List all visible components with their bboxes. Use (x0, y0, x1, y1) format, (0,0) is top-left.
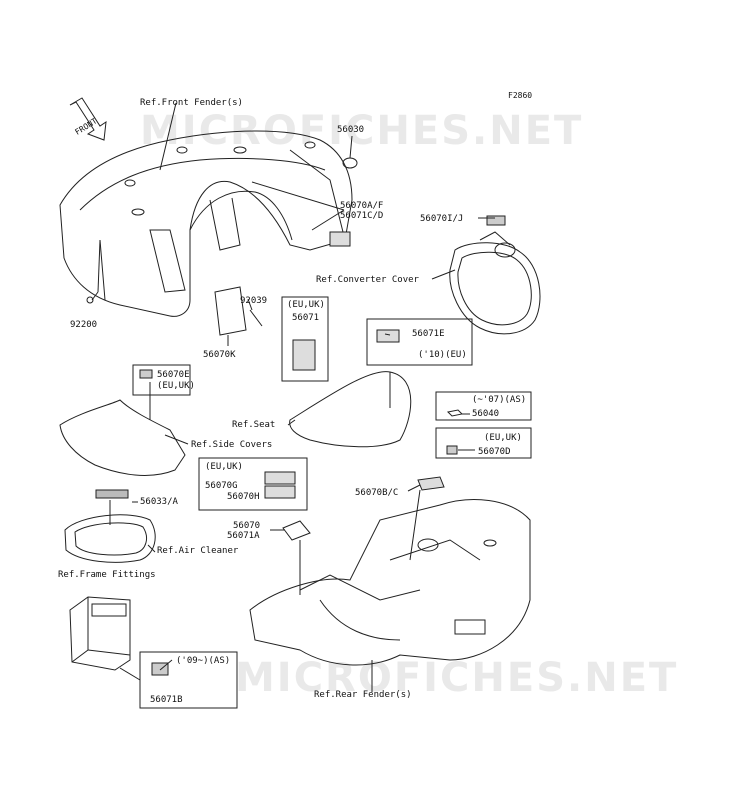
decal-56070-drawing (282, 520, 311, 541)
part-56071b[interactable]: 56071B (150, 695, 183, 705)
part-56070e[interactable]: 56070E (157, 370, 190, 380)
converter-cover-drawing (449, 231, 541, 335)
ref-seat[interactable]: Ref.Seat (232, 420, 276, 430)
ref-rear-fender[interactable]: Ref.Rear Fender(s) (314, 690, 412, 700)
part-92039-drawing (249, 309, 263, 327)
frame-fitting-drawing (69, 596, 131, 671)
note-eu-uk-56070d: (EU,UK) (484, 433, 522, 443)
part-56070h[interactable]: 56070H (227, 492, 260, 502)
decal-56033a-drawing (95, 489, 129, 499)
decal-56070af-drawing (329, 231, 351, 247)
part-56071cd[interactable]: 56071C/D (340, 211, 384, 221)
part-56070ij[interactable]: 56070I/J (420, 214, 464, 224)
part-92200[interactable]: 92200 (70, 320, 98, 330)
part-56071e[interactable]: 56071E (412, 329, 445, 339)
note-y07-as: (~'07)(AS) (472, 395, 527, 405)
front-fender-drawing (59, 130, 353, 317)
seat-drawing (289, 371, 412, 448)
note-y10-eu: ('10)(EU) (418, 350, 467, 360)
part-56070k[interactable]: 56070K (203, 350, 236, 360)
decal-56070ij-drawing (486, 215, 506, 226)
watermark-bottom: MICROFICHES.NET (235, 655, 679, 701)
box-56070gh (198, 457, 308, 511)
part-56030-drawing (342, 157, 358, 169)
side-covers-drawing (59, 399, 186, 476)
ref-side-covers[interactable]: Ref.Side Covers (191, 440, 273, 450)
leader-front-fender (159, 102, 177, 171)
decal-56070bc-drawing (417, 476, 445, 491)
diagram-code: F2860 (508, 91, 533, 100)
part-56030[interactable]: 56030 (337, 125, 365, 135)
box-56071 (281, 296, 329, 382)
note-y09-as: ('09~)(AS) (176, 656, 231, 666)
note-eu-uk-56071: (EU,UK) (287, 300, 325, 310)
part-56070af[interactable]: 56070A/F (340, 201, 384, 211)
box-56070e (132, 364, 191, 396)
part-56040[interactable]: 56040 (472, 409, 500, 419)
box-56040 (435, 391, 532, 421)
part-56070bc[interactable]: 56070B/C (355, 488, 399, 498)
front-arrow-icon: FRONT (69, 97, 107, 141)
part-56071[interactable]: 56071 (292, 313, 320, 323)
box-56071e (366, 318, 473, 366)
note-eu-uk-56070gh: (EU,UK) (205, 462, 243, 472)
part-56070g[interactable]: 56070G (205, 481, 238, 491)
part-92039[interactable]: 92039 (240, 296, 268, 306)
sheet-56070k-drawing (214, 286, 247, 336)
part-56070[interactable]: 56070 (233, 521, 261, 531)
watermark-top: MICROFICHES.NET (140, 108, 584, 154)
ref-air-cleaner[interactable]: Ref.Air Cleaner (157, 546, 239, 556)
ref-frame-fittings[interactable]: Ref.Frame Fittings (58, 570, 156, 580)
part-56070d[interactable]: 56070D (478, 447, 511, 457)
air-cleaner-drawing (64, 514, 156, 563)
part-56071a[interactable]: 56071A (227, 531, 260, 541)
rear-fender-drawing (249, 499, 531, 666)
note-eu-uk-56070e: (EU,UK) (157, 381, 195, 391)
ref-converter-cover[interactable]: Ref.Converter Cover (316, 275, 419, 285)
part-56033a[interactable]: 56033/A (140, 497, 178, 507)
box-56070d (435, 427, 532, 459)
ref-front-fender[interactable]: Ref.Front Fender(s) (140, 98, 243, 108)
part-92200-drawing (86, 296, 94, 304)
